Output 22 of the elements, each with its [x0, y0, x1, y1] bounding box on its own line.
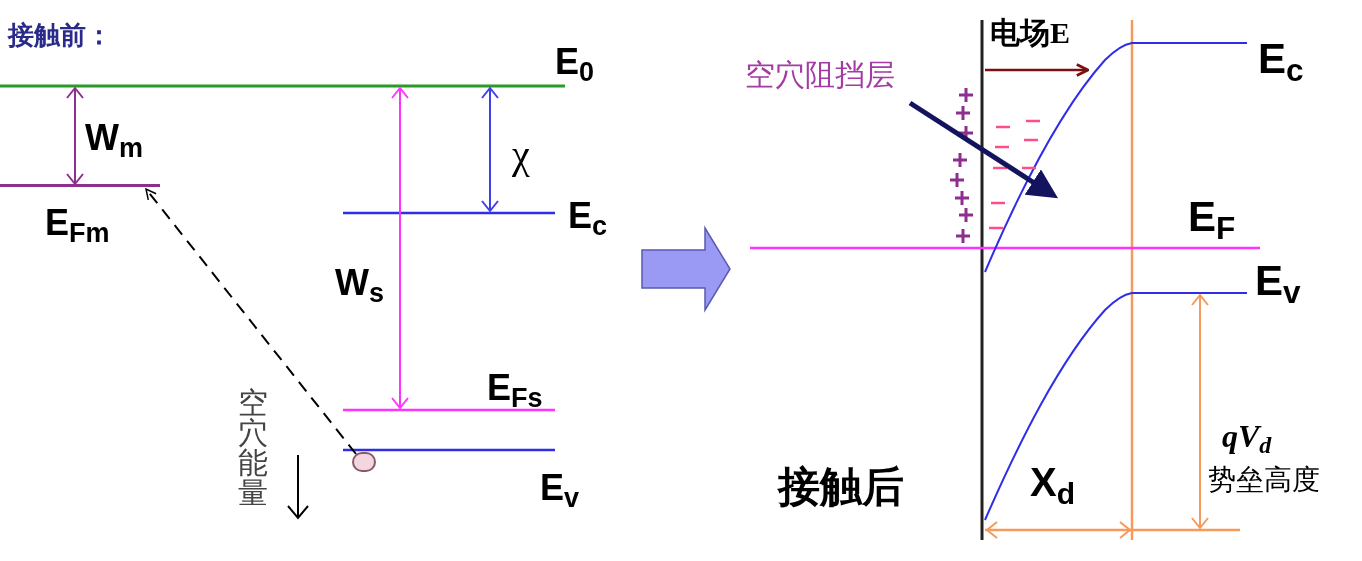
symbol-label: X$_{d}$ — [1030, 462, 1075, 502]
symbol-label: W$_{s}$ — [335, 265, 384, 301]
barrier-caption: 势垒高度 — [1208, 466, 1320, 494]
level-label: E$_{v}$ — [540, 470, 580, 506]
field-label: 电场E — [990, 18, 1070, 48]
symbol-label: qV$_{d}$ — [1222, 420, 1272, 452]
level-label: E$_{c}$ — [568, 198, 608, 234]
level-label: E$_{c}$ — [1258, 38, 1304, 80]
level-label: E$_{0}$ — [555, 44, 595, 80]
level-label: E$_{Fs}$ — [487, 370, 543, 406]
heading: 接触后 — [778, 466, 904, 508]
symbol-label: W$_{m}$ — [85, 120, 143, 156]
dashed-arrow — [145, 188, 357, 455]
leader-arrow — [908, 100, 1059, 199]
heading: 接触前： — [8, 22, 112, 48]
fermi-level-line — [0, 184, 160, 187]
level-label: E$_{F}$ — [1188, 196, 1236, 238]
level-label: E$_{Fm}$ — [45, 205, 110, 241]
symbol-label: χ — [512, 135, 530, 175]
axis-caption: 空穴能量 — [238, 388, 268, 508]
callout-text: 空穴阻挡层 — [745, 55, 895, 95]
level-label: E$_{v}$ — [1255, 260, 1301, 302]
